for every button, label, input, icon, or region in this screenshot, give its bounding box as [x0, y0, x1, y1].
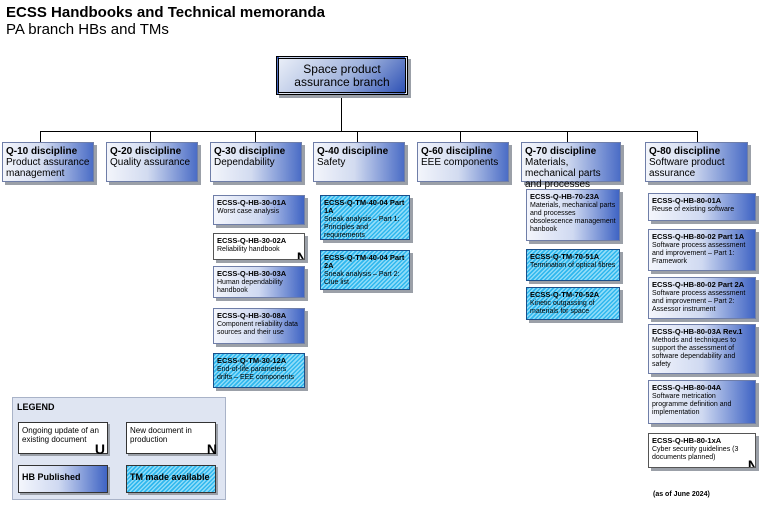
doc-title: Software metrication programme definitio… — [652, 393, 732, 416]
as-of-date: (as of June 2024) — [653, 491, 710, 498]
update-badge: U — [94, 441, 105, 457]
legend-title: LEGEND — [17, 402, 55, 412]
drop-q30 — [255, 131, 256, 142]
doc-title: Software process assessment and improvem… — [652, 242, 746, 265]
doc-q-hb-80-1xa: ECSS-Q-HB-80-1xA Cyber security guidelin… — [648, 433, 756, 468]
doc-id: ECSS-Q-HB-70-23A — [530, 192, 600, 201]
discipline-name: EEE components — [421, 157, 499, 168]
root-stem — [341, 98, 342, 131]
discipline-code: Q-70 discipline — [525, 146, 597, 157]
discipline-q20: Q-20 discipline Quality assurance — [106, 142, 198, 182]
discipline-code: Q-20 discipline — [110, 146, 182, 157]
discipline-q70: Q-70 discipline Materials, mechanical pa… — [521, 142, 621, 190]
doc-title: Component reliability data sources and t… — [217, 321, 298, 336]
doc-title: Kinetic outgassing of materials for spac… — [530, 300, 595, 315]
doc-q-hb-30-01a: ECSS-Q-HB-30-01A Worst case analysis — [213, 195, 305, 225]
new-badge: N — [206, 441, 217, 457]
discipline-code: Q-40 discipline — [317, 146, 389, 157]
discipline-q60: Q-60 discipline EEE components — [417, 142, 509, 182]
doc-title: Termination of optical fibres — [530, 262, 616, 269]
discipline-code: Q-30 discipline — [214, 146, 286, 157]
doc-q-hb-80-02-part1a: ECSS-Q-HB-80-02 Part 1A Software process… — [648, 229, 756, 271]
drop-q40 — [357, 131, 358, 142]
legend-ongoing-update: Ongoing update of an existing document U — [18, 422, 108, 457]
discipline-q30: Q-30 discipline Dependability — [210, 142, 302, 182]
discipline-code: Q-80 discipline — [649, 146, 721, 157]
doc-q-tm-40-04-part1a: ECSS-Q-TM-40-04 Part 1A Sneak analysis –… — [320, 195, 410, 240]
discipline-q40: Q-40 discipline Safety — [313, 142, 405, 182]
drop-q60 — [460, 131, 461, 142]
bus-line — [40, 131, 698, 132]
doc-id: ECSS-Q-HB-80-03A Rev.1 — [652, 327, 743, 336]
doc-title: Cyber security guidelines (3 documents p… — [652, 446, 739, 461]
page-subtitle: PA branch HBs and TMs — [6, 21, 169, 38]
doc-q-hb-80-03a-rev1: ECSS-Q-HB-80-03A Rev.1 Methods and techn… — [648, 324, 756, 374]
doc-title: Methods and techniques to support the as… — [652, 337, 737, 368]
legend-hb-label: HB Published — [22, 472, 81, 482]
drop-q10 — [40, 131, 41, 142]
doc-id: ECSS-Q-HB-30-03A — [217, 269, 287, 278]
doc-id: ECSS-Q-TM-40-04 Part 2A — [324, 253, 405, 270]
new-document-badge: N — [297, 250, 304, 259]
doc-id: ECSS-Q-HB-80-04A — [652, 383, 722, 392]
page-title: ECSS Handbooks and Technical memoranda — [6, 4, 325, 21]
doc-q-hb-80-04a: ECSS-Q-HB-80-04A Software metrication pr… — [648, 380, 756, 424]
legend-new-document: New document in production N — [126, 422, 217, 457]
doc-id: ECSS-Q-TM-70-52A — [530, 290, 600, 299]
doc-title: Worst case analysis — [217, 208, 280, 215]
doc-id: ECSS-Q-TM-70-51A — [530, 252, 600, 261]
doc-title: Sneak analysis – Part 1: Principles and … — [324, 216, 400, 239]
legend-new-label: New document in production — [130, 426, 192, 444]
doc-title: Reuse of existing software — [652, 206, 735, 213]
discipline-name: Software product assurance — [649, 157, 725, 179]
doc-title: Reliability handbook — [217, 246, 280, 253]
doc-title: Materials, mechanical parts and processe… — [530, 202, 616, 233]
doc-id: ECSS-Q-HB-30-08A — [217, 311, 287, 320]
doc-q-hb-70-23a: ECSS-Q-HB-70-23A Materials, mechanical p… — [526, 189, 620, 241]
discipline-name: Quality assurance — [110, 157, 191, 168]
discipline-name: Dependability — [214, 157, 275, 168]
doc-q-hb-30-08a: ECSS-Q-HB-30-08A Component reliability d… — [213, 308, 305, 344]
discipline-code: Q-60 discipline — [421, 146, 493, 157]
doc-q-hb-80-02-part2a: ECSS-Q-HB-80-02 Part 2A Software process… — [648, 277, 756, 319]
doc-q-tm-70-52a: ECSS-Q-TM-70-52A Kinetic outgassing of m… — [526, 287, 620, 320]
doc-id: ECSS-Q-TM-30-12A — [217, 356, 287, 365]
discipline-q10: Q-10 discipline Product assurance manage… — [2, 142, 94, 182]
discipline-name: Safety — [317, 157, 346, 168]
discipline-code: Q-10 discipline — [6, 146, 78, 157]
doc-q-tm-40-04-part2a: ECSS-Q-TM-40-04 Part 2A Sneak analysis –… — [320, 250, 410, 290]
doc-id: ECSS-Q-HB-80-01A — [652, 196, 722, 205]
doc-id: ECSS-Q-HB-30-02A — [217, 236, 287, 245]
doc-id: ECSS-Q-HB-80-02 Part 2A — [652, 280, 745, 289]
doc-q-tm-70-51a: ECSS-Q-TM-70-51A Termination of optical … — [526, 249, 620, 281]
doc-q-tm-30-12a: ECSS-Q-TM-30-12A End-of-life parameters … — [213, 353, 305, 388]
new-document-badge: N — [748, 458, 755, 467]
doc-q-hb-30-02a: ECSS-Q-HB-30-02A Reliability handbook N — [213, 233, 305, 260]
doc-q-hb-80-01a: ECSS-Q-HB-80-01A Reuse of existing softw… — [648, 193, 756, 221]
doc-title: Software process assessment and improvem… — [652, 290, 746, 313]
legend-ongoing-label: Ongoing update of an existing document — [22, 426, 99, 444]
legend-tm-label: TM made available — [130, 472, 210, 482]
discipline-q80: Q-80 discipline Software product assuran… — [645, 142, 748, 182]
drop-q20 — [150, 131, 151, 142]
drop-q80 — [697, 131, 698, 142]
root-line2: assurance branch — [294, 75, 390, 89]
doc-id: ECSS-Q-HB-30-01A — [217, 198, 287, 207]
doc-title: Sneak analysis – Part 2: Clue list — [324, 271, 400, 286]
legend-hb-published: HB Published — [18, 465, 108, 493]
doc-title: End-of-life parameters drifts – EEE comp… — [217, 366, 295, 381]
doc-id: ECSS-Q-TM-40-04 Part 1A — [324, 198, 405, 215]
doc-q-hb-30-03a: ECSS-Q-HB-30-03A Human dependability han… — [213, 266, 305, 298]
doc-id: ECSS-Q-HB-80-1xA — [652, 436, 722, 445]
root-line1: Space product — [303, 62, 381, 76]
discipline-name: Materials, mechanical parts and processe… — [525, 157, 601, 190]
root-node: Space product assurance branch — [276, 56, 408, 95]
doc-id: ECSS-Q-HB-80-02 Part 1A — [652, 232, 745, 241]
discipline-name: Product assurance management — [6, 157, 90, 179]
legend-tm-available: TM made available — [126, 465, 216, 493]
doc-title: Human dependability handbook — [217, 279, 283, 294]
drop-q70 — [567, 131, 568, 142]
